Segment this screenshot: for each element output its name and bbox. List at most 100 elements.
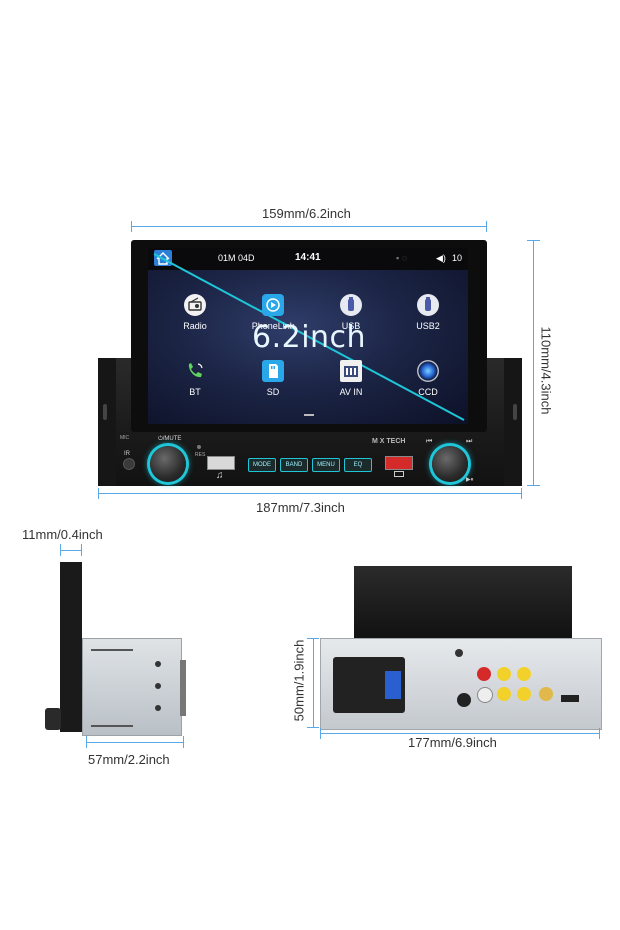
app-label: USB [341, 321, 361, 331]
play-pause-icon[interactable]: ▶⏸ [466, 477, 474, 483]
rca-jack-yellow [497, 667, 511, 681]
iso-fuse [385, 671, 401, 699]
side-screw [155, 683, 161, 689]
side-view-connector [180, 660, 186, 716]
power-volume-knob[interactable] [150, 446, 186, 482]
touch-screen[interactable]: 01M 04D 14:41 ▪ ◌ ◀) 10 Radio PhoneLink … [148, 248, 468, 424]
brand-logo: M X TECH [372, 438, 406, 445]
dimension-label-bottom-width: 187mm/7.3inch [256, 500, 345, 515]
status-icons: ▪ ◌ [396, 253, 408, 263]
usb2-icon [417, 294, 439, 316]
sd-card-icon [262, 360, 284, 382]
charge-port[interactable] [385, 456, 413, 470]
usb-port[interactable] [207, 456, 235, 470]
bluetooth-phone-icon [184, 360, 206, 382]
rca-jack-yellow [517, 687, 531, 701]
dimension-line-thickness [60, 550, 82, 551]
side-view-front-panel [60, 562, 82, 732]
dimension-line-depth [86, 742, 184, 743]
dimension-tick [131, 221, 132, 232]
band-button[interactable]: BAND [280, 458, 308, 472]
rear-usb-port [561, 695, 579, 702]
ir-sensor [123, 458, 135, 470]
dimension-tick [527, 240, 540, 241]
next-track-icon[interactable]: ⏭ [466, 438, 473, 445]
chassis-left-wing [98, 358, 116, 486]
usb-icon [340, 294, 362, 316]
prev-track-icon[interactable]: ⏮ [426, 438, 433, 445]
phonelink-icon [262, 294, 284, 316]
rca-jack-yellow [497, 687, 511, 701]
dimension-tick [60, 544, 61, 556]
app-usb2[interactable]: USB2 [398, 294, 458, 331]
gold-input-jack [539, 687, 553, 701]
app-av-in[interactable]: AV IN [321, 360, 381, 397]
music-note-icon: ♫ [216, 470, 224, 481]
dimension-line-top [131, 226, 487, 227]
app-label: Radio [183, 321, 207, 331]
volume-icon: ◀) [436, 253, 446, 263]
app-label: BT [189, 387, 201, 397]
dimension-line-rear-height [313, 638, 314, 728]
iso-connector [333, 657, 405, 713]
rear-view-panel [320, 638, 602, 730]
app-phonelink[interactable]: PhoneLink [243, 294, 303, 331]
antenna-jack [457, 693, 471, 707]
side-bracket [91, 649, 133, 727]
dimension-line-bottom [98, 493, 522, 494]
app-usb[interactable]: USB [321, 294, 381, 331]
dimension-label-rear-width: 177mm/6.9inch [408, 735, 497, 750]
rca-jack-red [477, 667, 491, 681]
status-time: 14:41 [295, 252, 321, 263]
radio-icon [184, 294, 206, 316]
mute-label: ⏻/MUTE [158, 436, 182, 442]
dimension-line-right [533, 240, 534, 486]
app-label: SD [266, 387, 280, 397]
mode-button[interactable]: MODE [248, 458, 276, 472]
battery-icon [394, 471, 404, 477]
side-view-body [82, 638, 182, 736]
dimension-tick [98, 488, 99, 499]
dimension-tick [320, 728, 321, 739]
av-in-icon [340, 360, 362, 382]
mic-label: MIC [120, 435, 130, 441]
dimension-label-right-height: 110mm/4.3inch [538, 326, 554, 415]
mount-slot [513, 404, 517, 420]
rear-view-screen [354, 566, 572, 642]
rca-jack-yellow [517, 667, 531, 681]
reset-button[interactable] [197, 445, 201, 449]
dimension-tick [183, 736, 184, 748]
dimension-label-rear-height: 50mm/1.9inch [291, 639, 307, 722]
status-date: 01M 04D [218, 253, 255, 263]
app-label: PhoneLink [251, 321, 295, 331]
ir-label: IR [124, 451, 130, 457]
app-ccd[interactable]: CCD [398, 360, 458, 397]
rca-jack-white [477, 687, 493, 703]
menu-button[interactable]: MENU [312, 458, 340, 472]
page-indicator [304, 414, 314, 416]
tuning-knob[interactable] [432, 446, 468, 482]
dimension-tick [307, 638, 319, 639]
mount-slot [103, 404, 107, 420]
dimension-label-top-width: 159mm/6.2inch [262, 206, 351, 221]
eq-button[interactable]: EQ [344, 458, 372, 472]
app-sd[interactable]: SD [243, 360, 303, 397]
chassis-right-wing [504, 358, 522, 486]
side-screw [155, 661, 161, 667]
dimension-tick [527, 485, 540, 486]
dimension-label-side-thickness: 11mm/0.4inch [22, 527, 103, 542]
app-label: CCD [418, 387, 438, 397]
dimension-tick [86, 736, 87, 748]
dimension-tick [521, 488, 522, 499]
res-label: RES [195, 452, 206, 458]
side-screw [155, 705, 161, 711]
screen-size-label: 6.2inch [252, 320, 367, 355]
dimension-tick [599, 728, 600, 739]
status-volume: 10 [452, 253, 463, 263]
app-radio[interactable]: Radio [165, 294, 225, 331]
dimension-label-side-depth: 57mm/2.2inch [88, 752, 170, 767]
app-label: AV IN [339, 387, 363, 397]
app-bt[interactable]: BT [165, 360, 225, 397]
side-view-knob [45, 708, 61, 730]
app-label: USB2 [416, 321, 440, 331]
